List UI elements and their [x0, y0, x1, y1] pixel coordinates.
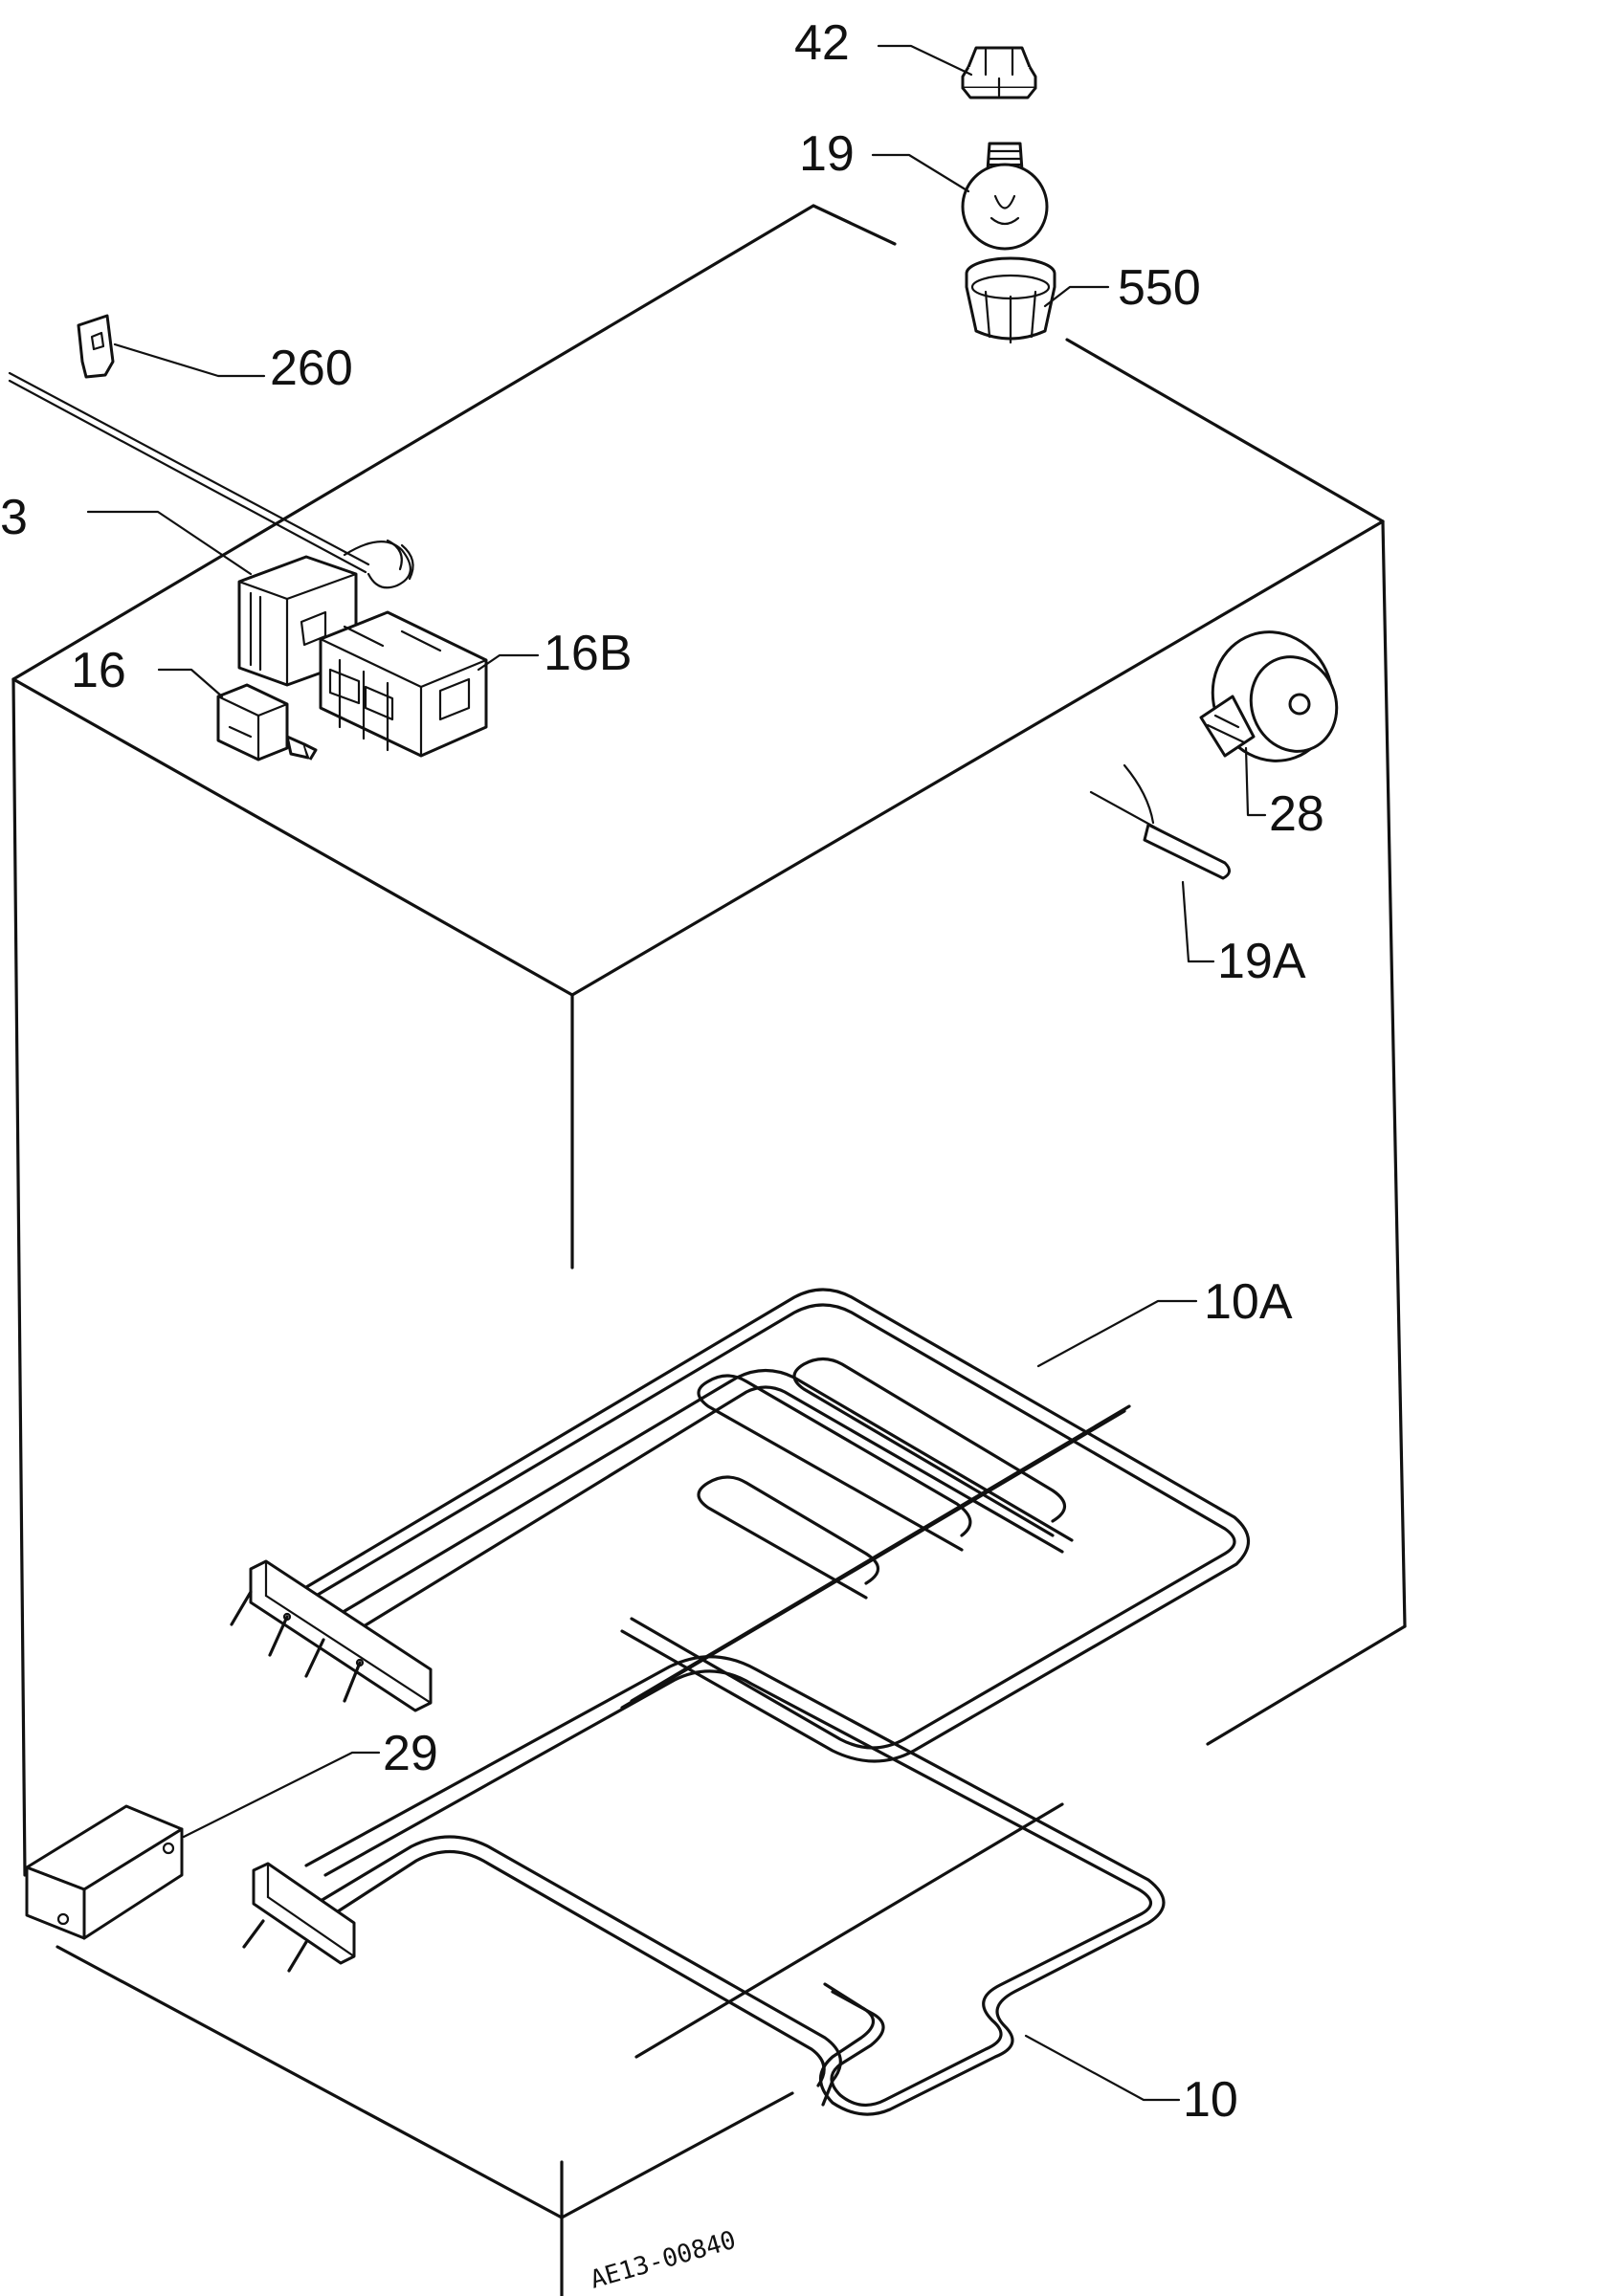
callout-19a: 19A [1217, 934, 1306, 989]
lamp-bulb-19-icon [961, 142, 1049, 251]
callout-16b: 16B [544, 626, 633, 681]
drawing-code: AE13-00840 [588, 2226, 740, 2295]
fan-motor-28-icon [1199, 630, 1339, 762]
callout-29: 29 [383, 1726, 438, 1781]
grill-element-10a-icon [230, 1288, 1251, 1763]
switch-16-icon [216, 683, 318, 762]
leader-lines [86, 44, 1267, 2102]
clip-260-icon [77, 314, 115, 379]
bracket-29-icon [25, 1804, 184, 1940]
callout-3: 3 [0, 490, 28, 545]
callout-10a: 10A [1204, 1274, 1293, 1330]
terminal-block-16b-icon [319, 610, 488, 758]
thermostat-capillary-icon [8, 371, 414, 589]
callout-16: 16 [71, 643, 126, 698]
callout-42: 42 [794, 15, 850, 71]
temperature-sensor-19a-icon [1089, 763, 1231, 880]
bottom-element-10-icon [242, 1655, 1166, 2116]
callout-260: 260 [270, 341, 353, 396]
callout-550: 550 [1118, 260, 1201, 316]
oven-cavity-outline [11, 204, 1407, 2296]
callout-19: 19 [799, 126, 855, 182]
callout-28: 28 [1269, 786, 1324, 842]
lamp-holder-550-icon [965, 256, 1056, 344]
lamp-cover-42-icon [961, 46, 1037, 99]
callout-10: 10 [1183, 2072, 1238, 2128]
